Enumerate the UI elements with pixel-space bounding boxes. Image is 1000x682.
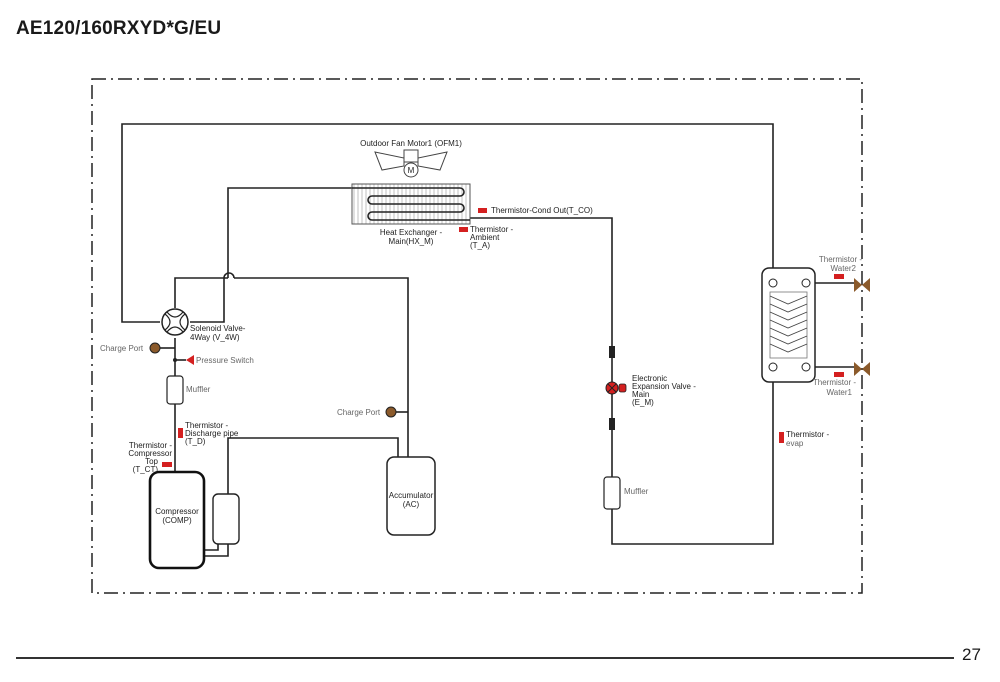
thermistor-discharge-label-1: Thermistor - [185,421,228,430]
thermistor-water2 [834,274,844,279]
muffler-2-label: Muffler [624,487,649,496]
thermistor-comp-top-label-4: (T_CT) [133,465,159,474]
thermistor-comp-top-label-3: Top [145,457,158,466]
thermistor-water1 [834,372,844,377]
fan-motor-label: Outdoor Fan Motor1 (OFM1) [360,139,462,148]
thermistor-water2-label-1: Thermistor - [819,255,862,264]
charge-port-1-label: Charge Port [100,344,144,353]
solenoid-valve-label-2: 4Way (V_4W) [190,333,240,342]
thermistor-ambient-label-1: Thermistor - [470,225,513,234]
compressor-label-1: Compressor [155,507,199,516]
eev-label-2: Expansion Valve - [632,382,696,391]
thermistor-comp-top-label-1: Thermistor - [129,441,172,450]
strainer-lower [609,418,615,430]
footer-rule [16,657,954,659]
thermistor-water2-label-2: Water2 [831,264,857,273]
outdoor-unit-boundary [91,78,863,594]
muffler-2 [603,476,621,510]
fan-motor-symbol: M [408,166,415,175]
pressure-switch [186,355,194,365]
water-valve-lower [854,362,870,376]
water-valve-upper [854,278,870,292]
thermistor-water1-label-1: Thermistor - [813,378,856,387]
outdoor-fan-motor: M [374,149,448,178]
accumulator-label-2: (AC) [403,500,420,509]
refrigerant-piping [121,123,856,557]
thermistor-cond-out [478,208,487,213]
plate-heat-exchanger [761,267,816,383]
thermistor-ambient [459,227,468,232]
page-title: AE120/160RXYD*G/EU [16,18,222,39]
thermistor-discharge-label-3: (T_D) [185,437,206,446]
compressor-label-2: (COMP) [162,516,192,525]
page-number: 27 [962,645,981,664]
compressor [148,470,206,570]
pressure-switch-label: Pressure Switch [196,356,254,365]
solenoid-valve-label-1: Solenoid Valve- [190,324,246,333]
electronic-expansion-valve [605,381,627,395]
solenoid-valve-4way [161,308,189,336]
eev-label-3: Main [632,390,649,399]
thermistor-evap-label-1: Thermistor - [786,430,829,439]
thermistor-comp-top-label-2: Compressor [128,449,172,458]
thermistor-evap [779,432,784,443]
thermistor-evap-label-2: evap [786,439,804,448]
charge-port-2 [385,406,397,418]
thermistor-water1-label-2: Water1 [827,388,853,397]
thermistor-discharge [178,428,183,438]
muffler-1 [166,375,184,405]
hx-main-label-2: Main(HX_M) [389,237,434,246]
charge-port-2-label: Charge Port [337,408,381,417]
heat-exchanger-main [351,183,471,225]
thermistor-discharge-label-2: Discharge pipe [185,429,239,438]
thermistor-ambient-label-2: Ambient [470,233,500,242]
eev-label-4: (E_M) [632,398,654,407]
muffler-1-label: Muffler [186,385,211,394]
charge-port-1 [149,342,161,354]
eev-label-1: Electronic [632,374,667,383]
thermistor-cond-out-label: Thermistor-Cond Out(T_CO) [491,206,593,215]
compressor-side-tank [212,493,240,545]
thermistor-compressor-top [162,462,172,467]
hx-main-label-1: Heat Exchanger - [380,228,443,237]
thermistor-ambient-label-3: (T_A) [470,241,490,250]
accumulator-label-1: Accumulator [389,491,434,500]
strainer-upper [609,346,615,358]
accumulator [386,456,436,536]
